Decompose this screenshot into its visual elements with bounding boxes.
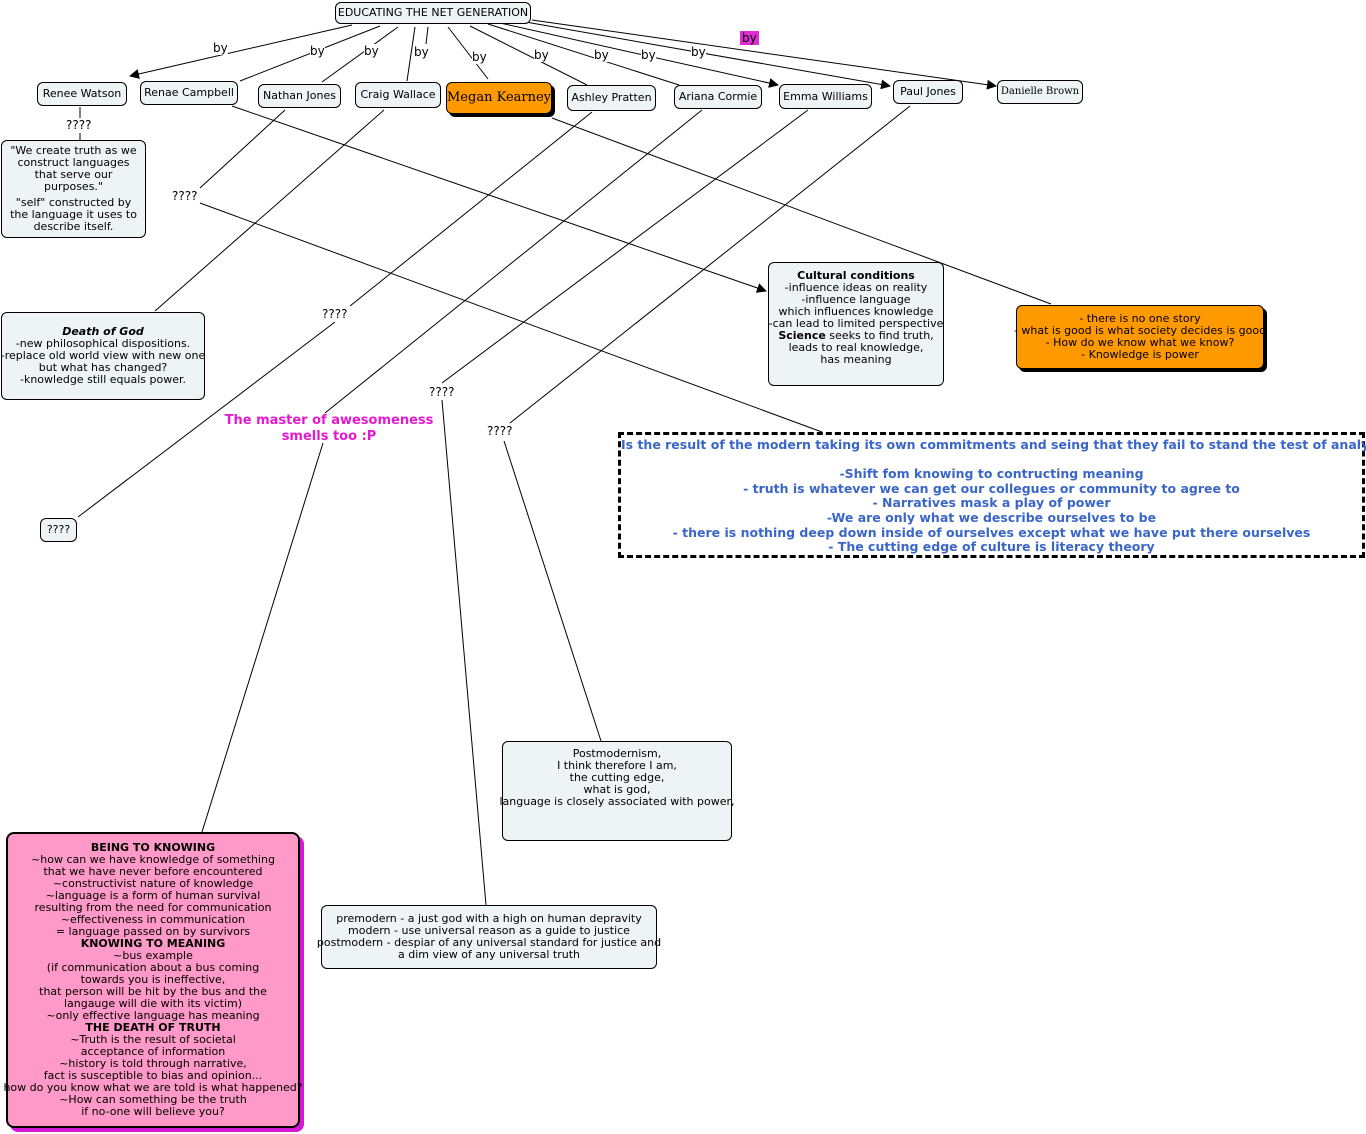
person-name: Megan Kearney — [447, 90, 552, 105]
modern-line: - The cutting edge of culture is literac… — [828, 539, 1155, 555]
premodern-line: a dim view of any universal truth — [397, 948, 581, 961]
unknown-label: ???? — [429, 385, 455, 399]
person-name: Danielle Brown — [1000, 86, 1080, 97]
cultural-line: leads to real knowledge, — [788, 341, 924, 354]
being-to-knowing-box[interactable]: BEING TO KNOWING ~how can we have knowle… — [3, 832, 303, 1128]
master-awesomeness-label: The master of awesomeness smells too :P — [224, 413, 434, 444]
death-of-god-title: Death of God — [62, 325, 144, 338]
person-renee-watson[interactable]: Renee Watson — [37, 82, 127, 106]
death-of-god-line: but what has changed? — [38, 361, 168, 374]
megan-orange-box[interactable]: - there is no one story - what is good i… — [1013, 305, 1267, 369]
person-name: Ashley Pratten — [571, 91, 652, 104]
modern-commitments-box[interactable]: Is the result of the modern taking its o… — [618, 432, 1366, 558]
person-name: Renae Campbell — [144, 86, 234, 99]
link-label-by: by — [691, 45, 706, 59]
person-ariana-cormie[interactable]: Ariana Cormie — [674, 85, 762, 109]
cultural-conditions-box[interactable]: Cultural conditions -influence ideas on … — [768, 262, 944, 386]
unknown-node[interactable]: ???? — [40, 518, 77, 542]
premodern-line: modern - use universal reason as a guide… — [348, 924, 630, 937]
premodern-box[interactable]: premodern - a just god with a high on hu… — [317, 905, 661, 969]
person-emma-williams[interactable]: Emma Williams — [779, 84, 872, 109]
death-of-god-line: -replace old world view with new one — [0, 349, 206, 362]
link-label-by: by — [310, 44, 325, 58]
premodern-line: postmodern - despiar of any universal st… — [316, 936, 662, 949]
renee-self-note: "self" constructed by the language it us… — [10, 196, 137, 233]
link-label-by: by — [641, 48, 656, 62]
postmodernism-line: I think therefore I am, — [557, 759, 677, 772]
pink-heading: THE DEATH OF TRUTH — [85, 1021, 221, 1034]
unknown-label: ???? — [172, 189, 198, 203]
person-name: Paul Jones — [900, 85, 956, 98]
link-label-by-highlighted: by — [740, 31, 759, 45]
pink-heading: BEING TO KNOWING — [90, 841, 216, 854]
orange-line: - How do we know what we know? — [1045, 336, 1235, 349]
person-paul-jones[interactable]: Paul Jones — [893, 80, 963, 104]
death-of-god-box[interactable]: Death of God -new philosophical disposit… — [1, 312, 205, 400]
unknown-label: ???? — [487, 424, 513, 438]
cultural-line: -influence ideas on reality — [784, 281, 928, 294]
science-rest: seeks to find truth, — [825, 329, 934, 342]
person-ashley-pratten[interactable]: Ashley Pratten — [567, 85, 656, 111]
person-renae-campbell[interactable]: Renae Campbell — [140, 81, 238, 105]
renee-quote: "We create truth as we construct languag… — [10, 144, 137, 193]
pink-heading: KNOWING TO MEANING — [80, 937, 226, 950]
cultural-line: -influence language — [801, 293, 911, 306]
link-label-by: by — [414, 45, 429, 59]
link-label-by: by — [213, 41, 228, 55]
postmodernism-line: what is god, — [583, 783, 651, 796]
cultural-line: which influences knowledge — [778, 305, 934, 318]
link-label-by: by — [472, 50, 487, 64]
orange-line: - there is no one story — [1079, 312, 1201, 325]
cultural-line: has meaning — [820, 353, 892, 366]
person-megan-kearney[interactable]: Megan Kearney — [446, 82, 552, 114]
person-name: Craig Wallace — [360, 88, 436, 101]
person-craig-wallace[interactable]: Craig Wallace — [355, 82, 441, 108]
orange-line: - what is good is what society decides i… — [1013, 324, 1267, 337]
person-name: Emma Williams — [783, 89, 868, 103]
science-bold: Science — [778, 329, 826, 342]
postmodernism-line: the cutting edge, — [569, 771, 665, 784]
death-of-god-line: -knowledge still equals power. — [19, 373, 187, 386]
link-label-by: by — [534, 48, 549, 62]
cultural-title: Cultural conditions — [797, 269, 915, 282]
modern-line: -Shift fom knowing to contructing meanin… — [839, 466, 1144, 482]
cultural-line: -can lead to limited perspective — [768, 317, 944, 330]
modern-line: -We are only what we describe ourselves … — [826, 509, 1157, 525]
modern-line: - there is nothing deep down inside of o… — [672, 524, 1311, 540]
modern-line: - Narratives mask a play of power — [872, 495, 1111, 511]
unknown-label: ???? — [322, 307, 348, 321]
link-label-by: by — [364, 44, 379, 58]
person-name: Ariana Cormie — [678, 90, 758, 103]
postmodernism-line: Postmodernism, — [572, 747, 662, 760]
unknown-label: ???? — [66, 118, 92, 132]
premodern-line: premodern - a just god with a high on hu… — [336, 912, 642, 925]
death-of-god-line: -new philosophical dispositions. — [15, 337, 191, 350]
person-name: Renee Watson — [42, 87, 122, 100]
postmodernism-line: language is closely associated with powe… — [499, 795, 735, 808]
renee-note-box[interactable]: "We create truth as we construct languag… — [1, 140, 146, 238]
orange-line: - Knowledge is power — [1081, 348, 1199, 361]
postmodernism-box[interactable]: Postmodernism, I think therefore I am, t… — [499, 741, 735, 841]
person-danielle-brown[interactable]: Danielle Brown — [997, 80, 1083, 104]
modern-line: - truth is whatever we can get our colle… — [743, 480, 1240, 496]
modern-headline: Is the result of the modern taking its o… — [621, 437, 1366, 452]
root-node[interactable]: EDUCATING THE NET GENERATION — [335, 2, 531, 24]
root-title: EDUCATING THE NET GENERATION — [337, 6, 529, 19]
person-nathan-jones[interactable]: Nathan Jones — [258, 84, 341, 108]
link-label-by: by — [594, 48, 609, 62]
person-name: Nathan Jones — [263, 89, 336, 102]
